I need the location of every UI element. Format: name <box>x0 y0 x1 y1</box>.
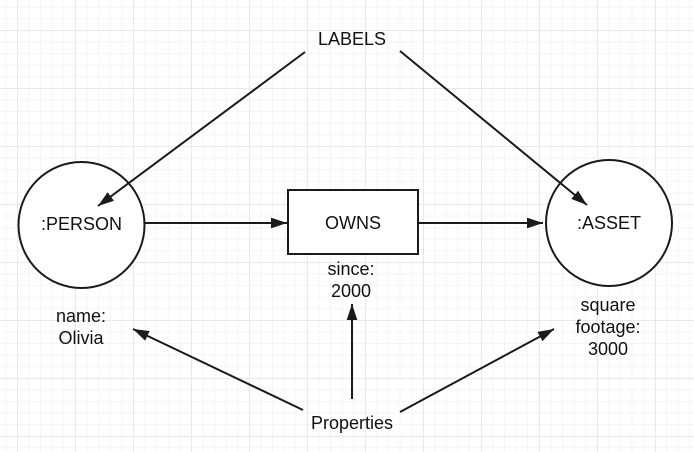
person-property-text[interactable]: name: Olivia <box>56 306 106 348</box>
asset-property-line1: square <box>580 295 635 315</box>
arrow-properties-to-name[interactable] <box>132 328 304 411</box>
owns-property-line2: 2000 <box>331 281 371 301</box>
asset-property-line2: footage: <box>575 317 640 337</box>
person-property-line2: Olivia <box>58 328 104 348</box>
owns-property-line1: since: <box>327 259 374 279</box>
asset-property-line3: 3000 <box>588 339 628 359</box>
asset-node-label: :ASSET <box>577 213 641 233</box>
arrow-labels-to-person[interactable] <box>97 51 306 207</box>
arrow-properties-to-footage[interactable] <box>399 328 555 413</box>
owns-relationship-label: OWNS <box>325 213 381 233</box>
owns-relationship[interactable] <box>287 189 419 255</box>
person-node-label: :PERSON <box>41 214 122 234</box>
properties-annotation-text: Properties <box>311 413 393 433</box>
arrow-labels-to-asset[interactable] <box>399 50 588 206</box>
labels-annotation-text: LABELS <box>318 29 386 49</box>
asset-property-text[interactable]: square footage: 3000 <box>575 295 640 359</box>
labels-annotation[interactable]: LABELS <box>318 29 386 49</box>
person-property-line1: name: <box>56 306 106 326</box>
owns-property-text[interactable]: since: 2000 <box>327 259 374 301</box>
properties-annotation[interactable]: Properties <box>311 413 393 433</box>
owns-rectangle <box>287 189 419 255</box>
